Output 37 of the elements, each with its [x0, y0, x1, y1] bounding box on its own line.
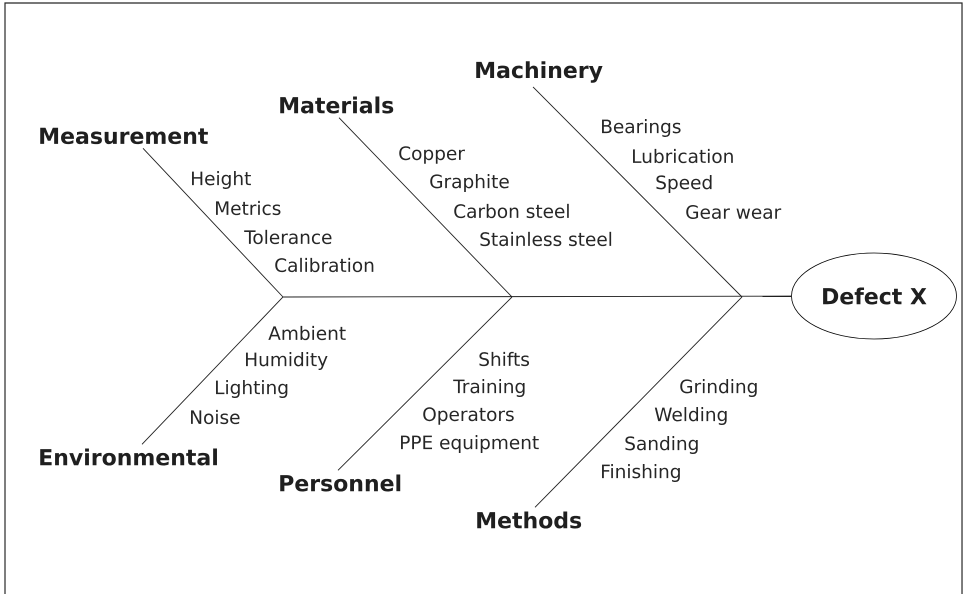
category-label: Materials — [280, 96, 394, 114]
cause-label: Welding — [654, 407, 727, 425]
cause-label: PPE equipment — [401, 435, 539, 453]
bone-line — [282, 296, 792, 298]
cause-label: Speed — [656, 175, 712, 193]
cause-label: Shifts — [479, 352, 530, 366]
category-label: Machinery — [476, 61, 603, 83]
cause-label: Copper — [399, 146, 465, 164]
cause-label: Height — [192, 171, 251, 189]
cause-label: Finishing — [602, 464, 680, 482]
bone-line — [142, 148, 284, 298]
bone-line — [142, 296, 284, 445]
category-label: Measurement — [40, 128, 208, 144]
cause-label: Tolerance — [244, 230, 332, 244]
cause-label: Gear wear — [686, 205, 782, 219]
cause-label: Training — [453, 379, 525, 397]
cause-label: Lubrication — [633, 148, 733, 164]
category-label: Personnel — [280, 474, 400, 492]
cause-label: Lighting — [216, 380, 288, 398]
cause-label: Sanding — [625, 436, 698, 454]
cause-label: Bearings — [602, 119, 681, 137]
category-label: Methods — [477, 511, 582, 529]
category-label: Environmental — [40, 448, 217, 466]
bone-line — [532, 86, 742, 298]
cause-label: Operators — [423, 407, 514, 425]
cause-label: Carbon steel — [454, 204, 569, 218]
cause-label: Humidity — [246, 352, 328, 370]
bone-line — [338, 296, 512, 471]
cause-label: Ambient — [268, 326, 346, 340]
bone-line — [534, 296, 742, 508]
cause-label: Calibration — [275, 258, 374, 272]
cause-label: Noise — [191, 410, 240, 424]
cause-label: Grinding — [680, 379, 757, 397]
cause-label: Stainless steel — [480, 232, 612, 246]
bone-line — [338, 117, 512, 298]
cause-label: Metrics — [216, 200, 280, 216]
cause-label: Graphite — [430, 174, 509, 192]
